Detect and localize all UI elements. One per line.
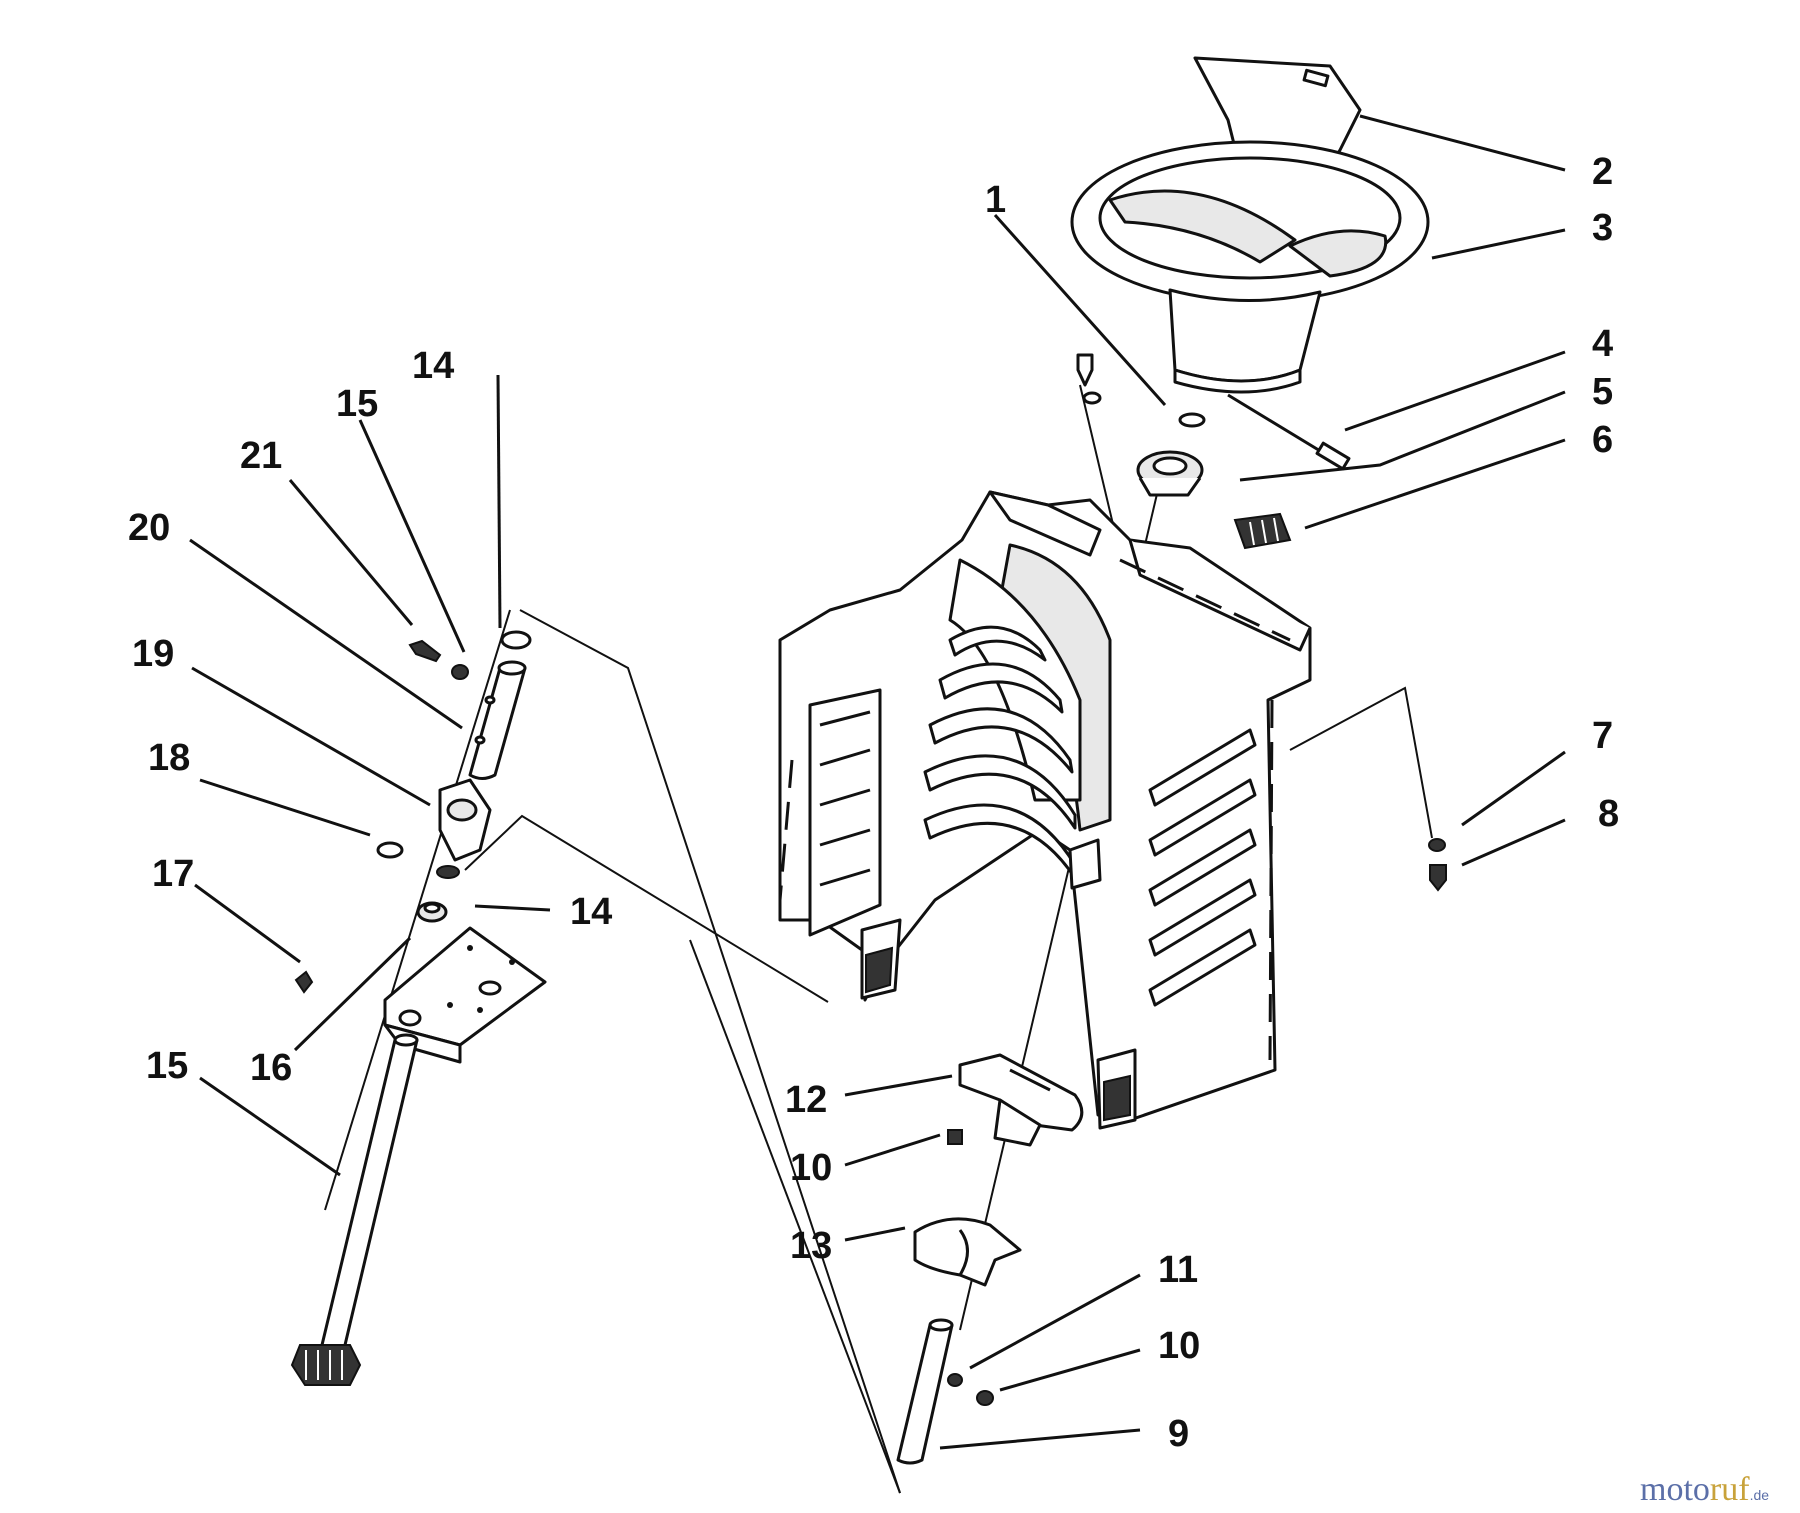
watermark-accent: ruf bbox=[1710, 1471, 1750, 1508]
leader-lines bbox=[189, 114, 1566, 1450]
callout-11: 11 bbox=[1158, 1249, 1198, 1291]
washer-11 bbox=[947, 1373, 963, 1387]
leader-21 bbox=[288, 479, 414, 626]
leader-10-lower bbox=[999, 1348, 1141, 1392]
callout-12: 12 bbox=[785, 1079, 827, 1121]
leader-14-top bbox=[496, 374, 502, 629]
callout-5: 5 bbox=[1592, 371, 1613, 413]
leader-10-upper bbox=[844, 1133, 941, 1167]
callout-4: 4 bbox=[1592, 323, 1613, 365]
washer-14-lower bbox=[436, 865, 460, 879]
hidden-edge-right bbox=[1268, 699, 1274, 1061]
bearing-bracket-19 bbox=[438, 778, 492, 862]
leader-2 bbox=[1359, 114, 1566, 172]
washer-bolt bbox=[1082, 391, 1102, 405]
steering-shaft-15 bbox=[320, 1033, 419, 1350]
console-slots-center bbox=[923, 625, 1077, 880]
bolt-8 bbox=[1429, 864, 1447, 892]
steering-wheel bbox=[1070, 140, 1430, 394]
tie-line-right bbox=[1289, 686, 1433, 839]
washer-18 bbox=[376, 841, 404, 859]
callout-13: 13 bbox=[790, 1225, 832, 1267]
callout-14-top: 14 bbox=[412, 345, 454, 387]
callout-10-lower: 10 bbox=[1158, 1325, 1200, 1367]
pinion-gear bbox=[290, 1344, 362, 1386]
washer-7 bbox=[1428, 838, 1446, 852]
leader-3 bbox=[1431, 228, 1566, 260]
bolt-21 bbox=[408, 639, 442, 663]
callout-10-upper: 10 bbox=[790, 1147, 832, 1189]
callout-6: 6 bbox=[1592, 419, 1613, 461]
bolt-top bbox=[1076, 353, 1094, 387]
svg-text:motoruf.de: motoruf.de bbox=[1640, 1471, 1769, 1508]
louver-slats-left bbox=[819, 710, 871, 887]
leader-9 bbox=[939, 1428, 1141, 1450]
leader-4 bbox=[1344, 350, 1566, 432]
callout-15-top: 15 bbox=[336, 383, 378, 425]
tie-line-left-short bbox=[689, 939, 901, 1494]
shaft-shield bbox=[913, 1217, 1022, 1287]
leader-15-lower bbox=[199, 1076, 341, 1177]
lower-shaft bbox=[896, 1318, 954, 1465]
leader-6 bbox=[1304, 438, 1566, 530]
washer-15-top bbox=[451, 664, 469, 680]
clip bbox=[1233, 512, 1292, 550]
steering-bushing bbox=[1136, 450, 1204, 497]
hidden-edge-left bbox=[778, 759, 794, 901]
leader-14-lower bbox=[474, 904, 551, 912]
watermark-logo: motoruf.de bbox=[1640, 1471, 1769, 1508]
callout-20: 20 bbox=[128, 507, 170, 549]
callout-labels: 1 2 3 4 5 6 7 8 9 10 10 11 12 13 14 14 1… bbox=[128, 151, 1619, 1455]
leader-1 bbox=[993, 213, 1167, 407]
leader-7 bbox=[1461, 750, 1566, 827]
callout-16: 16 bbox=[250, 1047, 292, 1089]
leader-17 bbox=[194, 883, 301, 964]
leader-11 bbox=[969, 1273, 1141, 1370]
watermark-suffix: .de bbox=[1750, 1487, 1770, 1503]
washer-1 bbox=[1178, 412, 1206, 428]
tie-line-left-long bbox=[519, 609, 901, 1494]
nut-10-lower bbox=[976, 1390, 994, 1406]
leader-13 bbox=[844, 1226, 906, 1242]
leader-5 bbox=[1239, 390, 1566, 482]
washer-14-top bbox=[500, 630, 532, 650]
leader-20 bbox=[189, 538, 463, 730]
watermark-main: moto bbox=[1640, 1471, 1710, 1508]
hidden-edge-top bbox=[1119, 558, 1291, 642]
leader-12 bbox=[844, 1074, 953, 1097]
callout-15-lower: 15 bbox=[146, 1045, 188, 1087]
callout-1: 1 bbox=[985, 179, 1006, 221]
nut-10-upper bbox=[947, 1129, 963, 1145]
bolt-17 bbox=[294, 970, 314, 994]
callout-3: 3 bbox=[1592, 207, 1613, 249]
leader-18 bbox=[199, 778, 371, 837]
bushing-16 bbox=[416, 901, 448, 923]
callout-19: 19 bbox=[132, 633, 174, 675]
console-housing bbox=[778, 490, 1312, 1130]
callout-8: 8 bbox=[1598, 793, 1619, 835]
console-slots-right bbox=[1148, 728, 1257, 1007]
callout-2: 2 bbox=[1592, 151, 1613, 193]
roll-pin bbox=[1227, 393, 1351, 471]
callout-18: 18 bbox=[148, 737, 190, 779]
leader-19 bbox=[191, 666, 431, 807]
callout-17: 17 bbox=[152, 853, 194, 895]
callout-7: 7 bbox=[1592, 715, 1613, 757]
tie-line-bracket bbox=[464, 814, 829, 1003]
callout-14-lower: 14 bbox=[570, 891, 612, 933]
callout-9: 9 bbox=[1168, 1413, 1189, 1455]
callout-21: 21 bbox=[240, 435, 282, 477]
leader-8 bbox=[1461, 818, 1566, 867]
leader-15-top bbox=[358, 419, 466, 653]
shaft-bracket bbox=[958, 1053, 1084, 1147]
leader-16 bbox=[293, 936, 412, 1052]
sleeve-20 bbox=[468, 660, 527, 780]
